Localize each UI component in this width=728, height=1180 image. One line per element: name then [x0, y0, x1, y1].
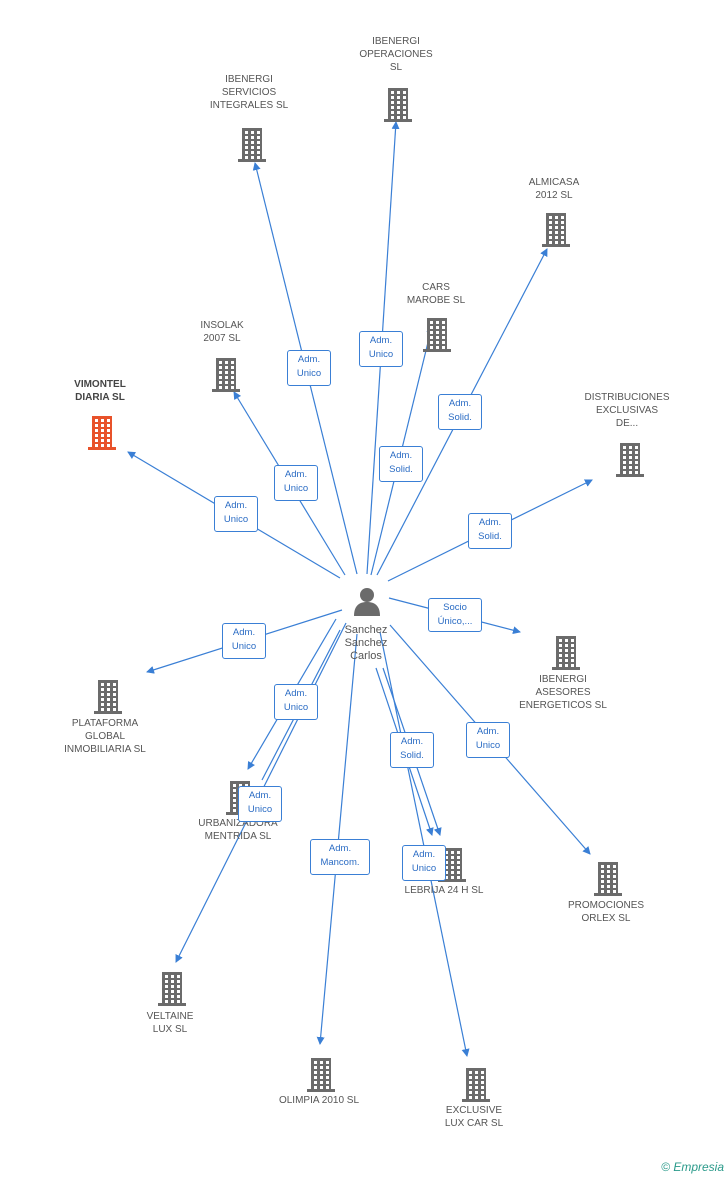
company-label-insolak[interactable]: INSOLAK 2007 SL	[200, 320, 244, 344]
role-badge-ibenergi_operaciones[interactable]: Adm. Unico	[359, 331, 403, 367]
building-icon[interactable]	[550, 634, 582, 675]
building-icon[interactable]	[382, 86, 414, 127]
company-label-ibenergi_asesores[interactable]: IBENERGI ASESORES ENERGETICOS SL	[519, 674, 607, 711]
role-badge-vimontel[interactable]: Adm. Unico	[214, 496, 258, 532]
role-badge-urbanizadora[interactable]: Adm. Unico	[274, 684, 318, 720]
company-label-vimontel[interactable]: VIMONTEL DIARIA SL	[74, 379, 126, 403]
company-label-veltaine[interactable]: VELTAINE LUX SL	[146, 1011, 194, 1035]
role-badge-ibenergi_asesores[interactable]: Socio Único,...	[428, 598, 482, 632]
building-icon[interactable]	[92, 678, 124, 719]
building-icon[interactable]	[540, 211, 572, 252]
person-node[interactable]: Sanchez Sanchez Carlos	[338, 586, 394, 662]
copyright-icon: ©	[661, 1160, 670, 1174]
role-badge-ibenergi_servicios[interactable]: Adm. Unico	[287, 350, 331, 386]
brand-name: Empresia	[673, 1160, 724, 1174]
building-icon[interactable]	[156, 970, 188, 1011]
role-badge-distribuciones[interactable]: Adm. Solid.	[468, 513, 512, 549]
company-label-olimpia[interactable]: OLIMPIA 2010 SL	[278, 1095, 360, 1106]
company-label-ibenergi_operaciones[interactable]: IBENERGI OPERACIONES SL	[359, 36, 433, 73]
company-label-plataforma[interactable]: PLATAFORMA GLOBAL INMOBILIARIA SL	[64, 718, 146, 755]
role-badge-plataforma[interactable]: Adm. Unico	[222, 623, 266, 659]
building-icon[interactable]	[592, 860, 624, 901]
building-icon[interactable]	[614, 441, 646, 482]
role-badge-veltaine[interactable]: Adm. Unico	[238, 786, 282, 822]
building-icon[interactable]	[86, 414, 118, 455]
building-icon[interactable]	[305, 1056, 337, 1097]
company-label-cars_marobe[interactable]: CARS MAROBE SL	[406, 282, 466, 306]
person-icon	[354, 588, 380, 616]
company-label-urbanizadora[interactable]: URBANIZADORA MENTRIDA SL	[198, 818, 278, 842]
building-icon[interactable]	[210, 356, 242, 397]
role-badge-almicasa[interactable]: Adm. Solid.	[438, 394, 482, 430]
role-badge-lebrija[interactable]: Adm. Solid.	[390, 732, 434, 768]
role-badge-insolak[interactable]: Adm. Unico	[274, 465, 318, 501]
company-label-almicasa[interactable]: ALMICASA 2012 SL	[528, 177, 580, 201]
building-icon[interactable]	[460, 1066, 492, 1107]
company-label-ibenergi_servicios[interactable]: IBENERGI SERVICIOS INTEGRALES SL	[209, 74, 289, 111]
role-badge-cars_marobe[interactable]: Adm. Solid.	[379, 446, 423, 482]
company-label-exclusive[interactable]: EXCLUSIVE LUX CAR SL	[444, 1105, 504, 1129]
edge-exclusive	[379, 631, 470, 1057]
person-name: Sanchez Sanchez Carlos	[344, 624, 388, 662]
role-badge-olimpia[interactable]: Adm. Mancom.	[310, 839, 370, 875]
building-icon[interactable]	[436, 846, 468, 887]
company-label-lebrija[interactable]: LEBRIJA 24 H SL	[404, 885, 484, 896]
role-badge-promociones[interactable]: Adm. Unico	[466, 722, 510, 758]
company-label-distribuciones[interactable]: DISTRIBUCIONES EXCLUSIVAS DE...	[584, 392, 670, 429]
role-badge-exclusive[interactable]: Adm. Unico	[402, 845, 446, 881]
building-icon[interactable]	[236, 126, 268, 167]
brand-footer[interactable]: © Empresia	[661, 1160, 724, 1174]
building-icon[interactable]	[421, 316, 453, 357]
company-label-promociones[interactable]: PROMOCIONES ORLEX SL	[567, 900, 645, 924]
